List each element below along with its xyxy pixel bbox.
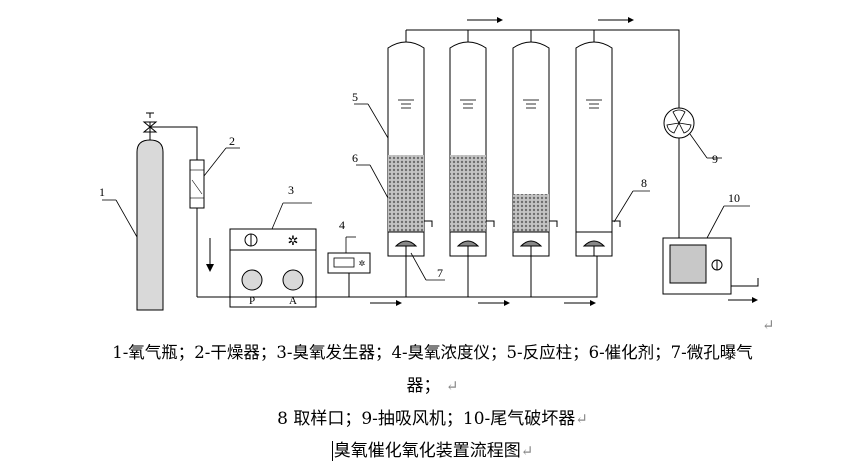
dryer bbox=[189, 159, 214, 297]
label-2-leader bbox=[203, 147, 240, 177]
figure-title: 臭氧催化氧化装置流程图↵ bbox=[331, 441, 534, 461]
reactor-column-3 bbox=[512, 41, 558, 257]
label-9-leader bbox=[689, 133, 722, 159]
label-10-leader bbox=[706, 205, 750, 239]
tail-gas-destructor bbox=[662, 237, 759, 303]
label-5-leader bbox=[354, 103, 389, 139]
legend-line-1: 1-氧气瓶；2-干燥器；3-臭氧发生器；4-臭氧浓度仪；5-反应柱；6-催化剂；… bbox=[112, 343, 753, 362]
label-5: 5 bbox=[352, 90, 358, 104]
svg-text:✲: ✲ bbox=[359, 259, 366, 268]
generator-a-label: A bbox=[289, 295, 297, 307]
ozone-generator: ✲ P A bbox=[229, 228, 317, 308]
label-8: 8 bbox=[641, 176, 647, 190]
suction-fan bbox=[663, 107, 695, 139]
label-3-leader bbox=[271, 202, 312, 230]
stray-return-mark: ↵ bbox=[762, 316, 775, 334]
reactor-column-4 bbox=[575, 41, 621, 257]
ozone-analyzer: ✲ bbox=[327, 252, 371, 297]
legend-line-3: 8 取样口；9-抽吸风机；10-尾气破坏器↵ bbox=[277, 409, 588, 429]
label-1: 1 bbox=[99, 185, 105, 199]
label-2: 2 bbox=[229, 134, 235, 148]
generator-p-label: P bbox=[249, 295, 255, 307]
reactor-column-2 bbox=[449, 41, 495, 257]
exhaust-pipe bbox=[405, 17, 680, 238]
label-10: 10 bbox=[728, 191, 740, 205]
label-9: 9 bbox=[712, 152, 718, 166]
label-6: 6 bbox=[352, 151, 358, 165]
label-3: 3 bbox=[288, 183, 294, 197]
svg-text:✲: ✲ bbox=[288, 233, 299, 248]
oxygen-cylinder bbox=[136, 112, 198, 311]
label-6-leader bbox=[356, 164, 389, 199]
label-1-leader bbox=[102, 199, 138, 238]
label-7: 7 bbox=[437, 266, 443, 280]
label-7-leader bbox=[410, 252, 445, 281]
label-4: 4 bbox=[339, 218, 345, 232]
label-4-leader bbox=[345, 236, 356, 253]
flow-arrow-bottom bbox=[370, 300, 596, 306]
label-8-leader bbox=[613, 190, 650, 223]
reactor-column-1 bbox=[387, 41, 433, 257]
flow-diagram: 1 2 ✲ P A 3 ✲ 4 bbox=[99, 17, 759, 311]
gas-inlet-pipe bbox=[197, 254, 598, 298]
legend-line-2: 器； ↵ bbox=[406, 376, 459, 396]
